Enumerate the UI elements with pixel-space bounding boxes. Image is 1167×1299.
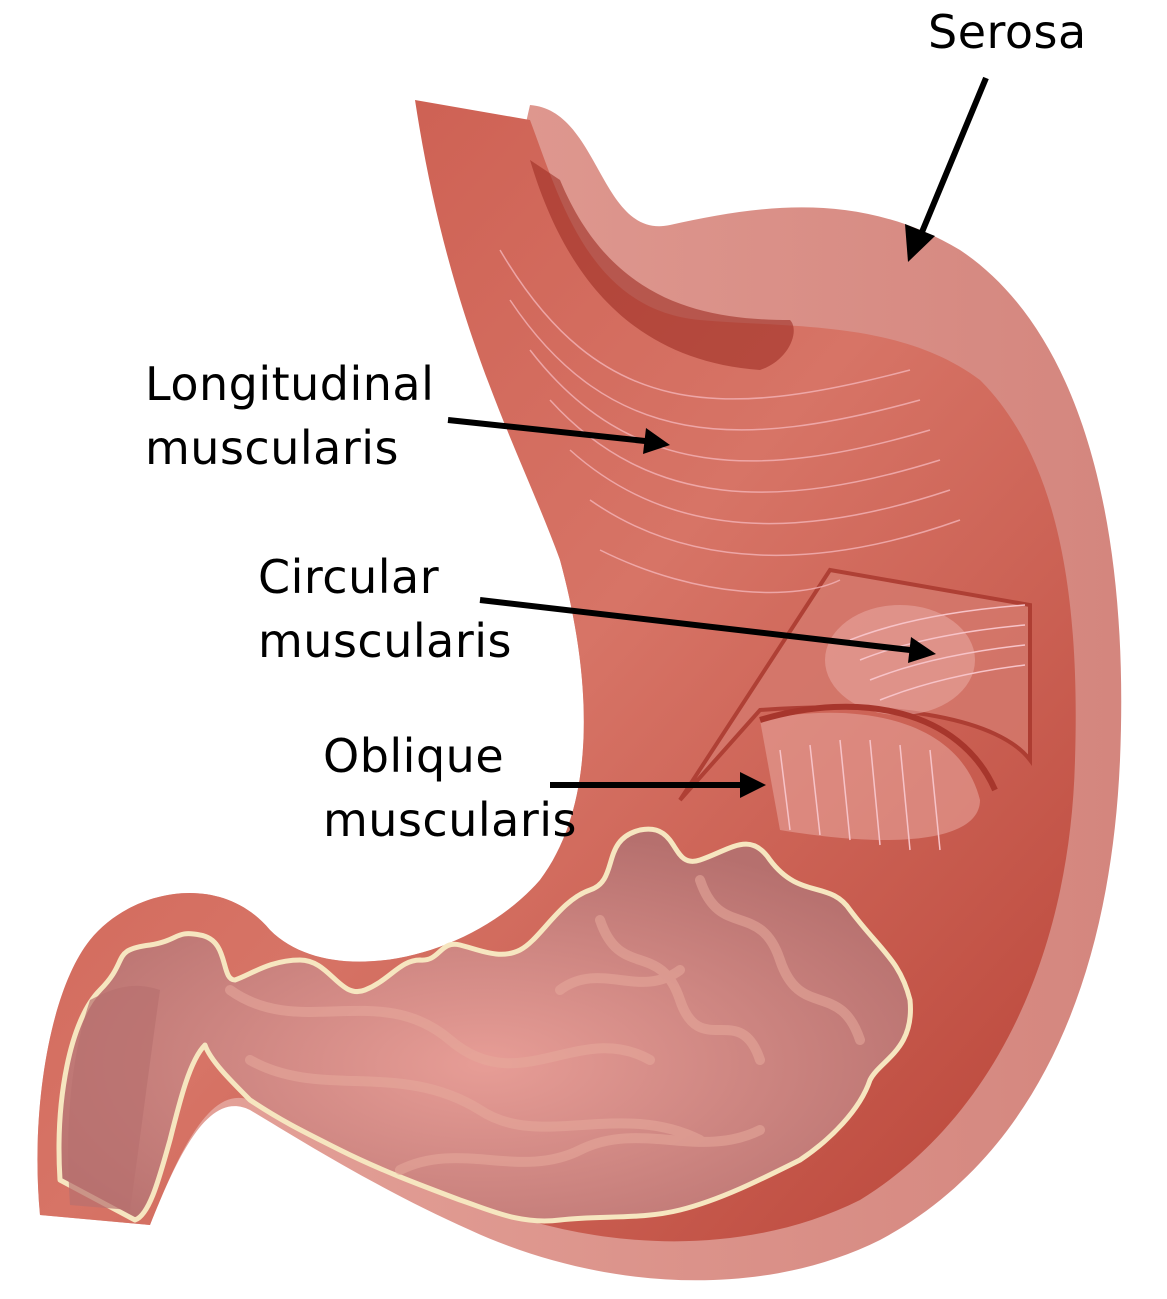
longitudinal-arrow (447, 417, 646, 444)
mucosa-rugae (56, 826, 913, 1224)
label-circular-line1: Circular (258, 550, 440, 604)
serosa-arrowhead (905, 224, 935, 262)
rugae-folds (225, 875, 865, 1175)
label-oblique-line1: Oblique (323, 729, 505, 783)
label-arrows (447, 76, 989, 798)
oblique-fibers (779, 739, 941, 851)
circular-muscle-patch (825, 605, 975, 715)
fundus-shadow (530, 160, 794, 370)
label-circular-line2: muscularis (258, 614, 513, 668)
serosa-arrow (919, 76, 989, 234)
circular-arrowhead (908, 637, 936, 663)
oblique-muscle-patch (760, 712, 980, 840)
pylorus-lumen (68, 985, 160, 1210)
longitudinal-fibers (499, 249, 961, 594)
label-serosa-line1: Serosa (928, 5, 1087, 59)
circular-fibers (849, 604, 1026, 701)
longitudinal-arrowhead (643, 428, 670, 454)
oblique-rim (759, 703, 998, 792)
label-longitudinal-muscularis: Longitudinal muscularis (145, 352, 434, 480)
circular-arrow (479, 597, 911, 653)
oblique-arrowhead (740, 772, 766, 798)
label-longitudinal-line2: muscularis (145, 421, 400, 475)
label-oblique-line2: muscularis (323, 793, 578, 847)
label-oblique-muscularis: Oblique muscularis (323, 724, 577, 852)
label-circular-muscularis: Circular muscularis (258, 545, 512, 673)
label-serosa: Serosa (928, 0, 1087, 64)
label-longitudinal-line1: Longitudinal (145, 357, 435, 411)
